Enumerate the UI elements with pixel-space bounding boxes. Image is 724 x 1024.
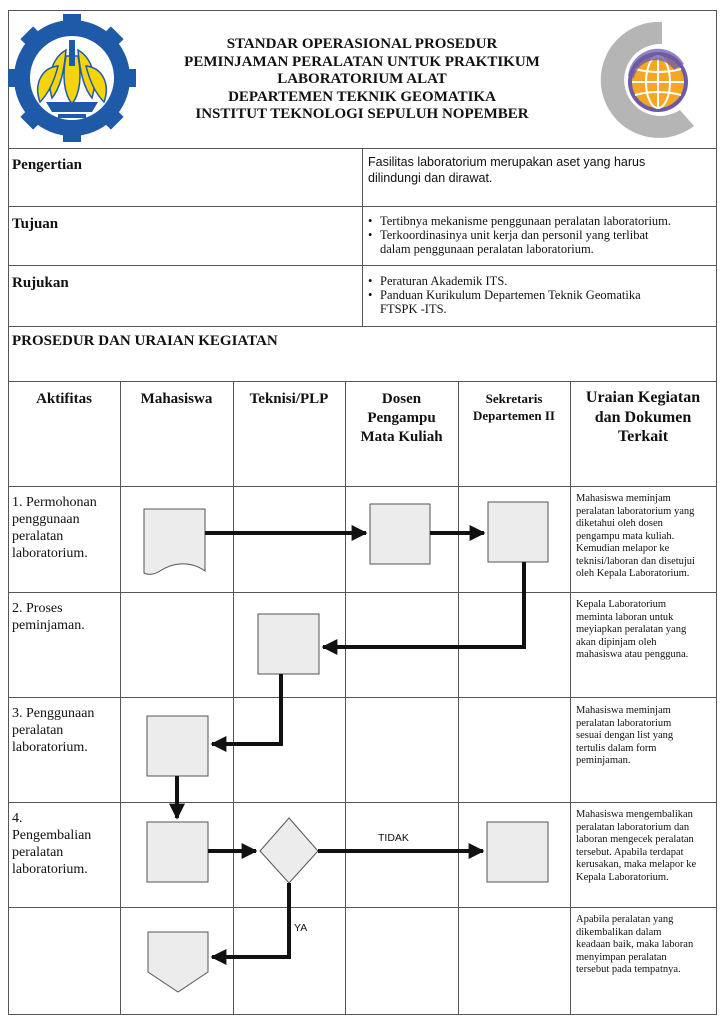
process-box-sekretaris: [487, 501, 549, 563]
arrow-teknisi-to-mahasiswa: [210, 674, 283, 752]
tujuan-list: Tertibnya mekanisme penggunaan peralatan…: [366, 214, 714, 256]
uraian-2: Kepala Laboratorium meminta laboran untu…: [576, 599, 689, 660]
sop-title: STANDAR OPERASIONAL PROSEDUR PEMINJAMAN …: [140, 36, 584, 124]
process-box-mahasiswa-use: [146, 715, 209, 777]
document-shape: [143, 508, 206, 575]
process-box-mahasiswa-return: [146, 821, 209, 883]
column-header-teknisi: Teknisi/PLP: [249, 391, 329, 407]
column-header-mahasiswa: Mahasiswa: [140, 391, 213, 407]
activity-2: 2. Proses peminjaman.: [12, 601, 85, 633]
rujukan-label: Rujukan: [12, 275, 69, 291]
column-header-uraian: Uraian Kegiatan dan Dokumen Terkait: [585, 389, 701, 445]
section-title: PROSEDUR DAN URAIAN KEGIATAN: [12, 333, 278, 349]
flow-label-ya: YA: [294, 922, 308, 934]
list-item: Terkoordinasinya unit kerja dan personil…: [366, 228, 714, 256]
uraian-1: Mahasiswa meminjam peralatan laboratoriu…: [576, 493, 695, 579]
column-header-dosen: Dosen Pengampu Mata Kuliah: [360, 391, 443, 445]
geomatika-logo: [600, 21, 694, 138]
process-box-teknisi: [257, 613, 320, 675]
page-border: [8, 10, 717, 1015]
pengertian-text: Fasilitas laboratorium merupakan aset ya…: [368, 155, 646, 185]
title-line-4: DEPARTEMEN TEKNIK GEOMATIKA: [228, 88, 496, 105]
title-line-1: STANDAR OPERASIONAL PROSEDUR: [226, 36, 498, 52]
list-item: Panduan Kurikulum Departemen Teknik Geom…: [366, 288, 714, 316]
arrow-decision-ya: [210, 883, 291, 965]
activity-4: 4. Pengembalian peralatan laboratorium.: [12, 811, 92, 877]
column-header-sekretaris: Sekretaris Departemen II: [473, 391, 555, 423]
decision-diamond: [259, 817, 319, 884]
list-item: Tertibnya mekanisme penggunaan peralatan…: [366, 214, 714, 228]
arrow-sekretaris-to-teknisi: [321, 562, 526, 655]
column-header-aktifitas: Aktifitas: [36, 391, 92, 407]
title-line-5: INSTITUT TEKNOLOGI SEPULUH NOPEMBER: [195, 106, 529, 122]
title-line-2: PEMINJAMAN PERALATAN UNTUK PRAKTIKUM: [184, 53, 540, 70]
pengertian-label: Pengertian: [12, 157, 82, 173]
its-logo: [8, 14, 136, 142]
flow-label-tidak: TIDAK: [378, 832, 409, 844]
uraian-5: Apabila peralatan yang dikembalikan dala…: [576, 914, 694, 975]
tujuan-label: Tujuan: [12, 216, 59, 232]
process-box-sekretaris-report: [486, 821, 549, 883]
list-item: Peraturan Akademik ITS.: [366, 274, 714, 288]
activity-1: 1. Permohonan penggunaan peralatan labor…: [12, 495, 97, 561]
activity-3: 3. Penggunaan peralatan laboratorium.: [12, 706, 95, 755]
uraian-4: Mahasiswa mengembalikan peralatan labora…: [576, 809, 697, 883]
uraian-3: Mahasiswa meminjam peralatan laboratoriu…: [576, 705, 674, 766]
title-line-3: LABORATORIUM ALAT: [277, 71, 447, 87]
process-box-dosen: [369, 503, 431, 565]
offpage-connector: [147, 931, 209, 993]
rujukan-list: Peraturan Akademik ITS. Panduan Kurikulu…: [366, 274, 714, 316]
